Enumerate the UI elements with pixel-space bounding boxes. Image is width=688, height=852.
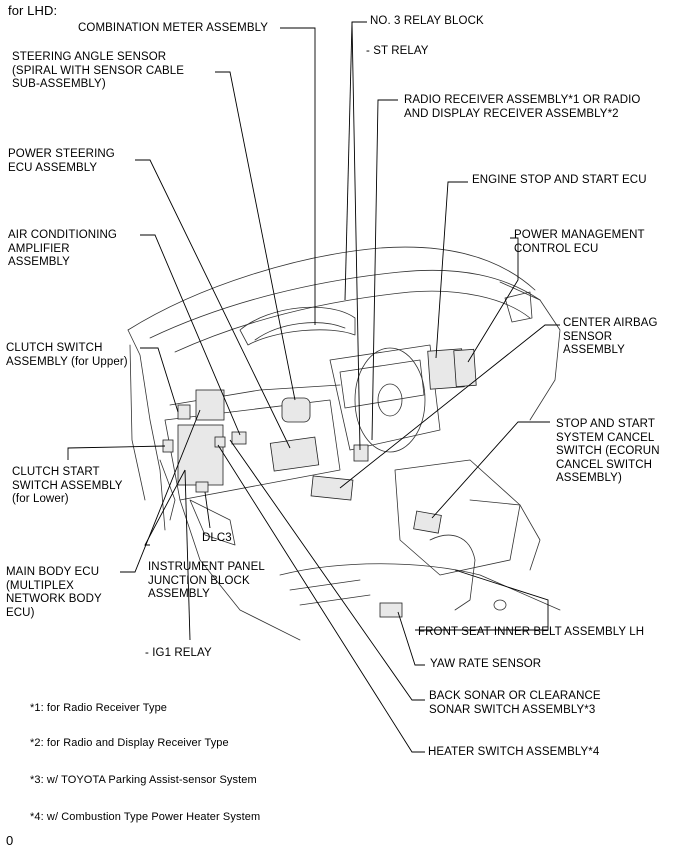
label-no3-relay-block: NO. 3 RELAY BLOCK (370, 15, 484, 27)
stop-start-cancel-unit (413, 510, 442, 534)
label-dlc3: DLC3 (202, 532, 232, 544)
center-stack-inner (339, 359, 425, 409)
label-heater-switch: HEATER SWITCH ASSEMBLY*4 (428, 746, 600, 758)
dash-top-inner (174, 290, 531, 353)
leader-steering-angle (215, 71, 296, 401)
steering-hub (377, 383, 403, 417)
leader-combination-meter (280, 27, 316, 325)
yaw-rate-unit (379, 602, 403, 618)
leader-st-relay (344, 21, 353, 301)
dash-top-outline (127, 246, 536, 331)
ac-amplifier-unit (231, 431, 247, 445)
floor-lines (289, 579, 371, 606)
dlc3-unit (195, 481, 209, 493)
label-ig1-relay: - IG1 RELAY (145, 647, 212, 659)
pedal-2 (159, 459, 176, 521)
center-airbag-unit (310, 475, 354, 501)
right-pillar (499, 281, 561, 421)
power-steering-ecu-unit (269, 436, 320, 472)
leader-stop-start-cancel (431, 421, 550, 519)
label-front-seat-inner-belt: FRONT SEAT INNER BELT ASSEMBLY LH (418, 626, 645, 638)
meter-face (254, 322, 346, 341)
leader-no3-relay (351, 21, 367, 451)
leader-engine-stop-start (435, 181, 468, 359)
pedal-area (189, 499, 236, 546)
label-combination-meter: COMBINATION METER ASSEMBLY (78, 22, 269, 34)
leader-clutch-upper (140, 347, 179, 413)
label-steering-angle-sensor: STEERING ANGLE SENSOR (SPIRAL WITH SENSO… (12, 51, 185, 90)
label-radio-receiver: RADIO RECEIVER ASSEMBLY*1 OR RADIO AND D… (404, 94, 641, 120)
seat-outline (429, 534, 476, 611)
label-power-steering-ecu: POWER STEERING ECU ASSEMBLY (8, 148, 115, 174)
engine-stop-start-ecu-unit (453, 348, 477, 388)
leader-instrument-panel (144, 469, 186, 546)
console-right (469, 499, 541, 571)
leader-heater-switch (217, 444, 425, 753)
leader-radio-receiver (371, 99, 398, 441)
leader-power-management (467, 237, 519, 363)
floor-left (179, 499, 301, 641)
label-stop-start-cancel-switch: STOP AND START SYSTEM CANCEL SWITCH (ECO… (556, 418, 660, 484)
label-yaw-rate-sensor: YAW RATE SENSOR (430, 658, 542, 670)
leader-clutch-lower (67, 445, 166, 460)
console (394, 459, 521, 576)
meter-hood (239, 306, 356, 346)
leader-front-seat-belt (415, 569, 549, 631)
label-clutch-start-switch-lower: CLUTCH START SWITCH ASSEMBLY (for Lower) (12, 466, 123, 505)
seat-knob (493, 599, 507, 611)
note-3: *3: w/ TOYOTA Parking Assist-sensor Syst… (30, 774, 257, 786)
left-door (129, 344, 146, 501)
header-text: for LHD: (8, 3, 58, 18)
no3-relay-unit (353, 444, 369, 462)
leader-dlc3 (204, 491, 211, 529)
leader-power-steering (135, 159, 291, 449)
leader-ac-amplifier (140, 234, 241, 436)
label-main-body-ecu: MAIN BODY ECU (MULTIPLEX NETWORK BODY EC… (6, 566, 102, 619)
label-clutch-switch-upper: CLUTCH SWITCH ASSEMBLY (for Upper) (6, 342, 128, 368)
label-center-airbag-sensor: CENTER AIRBAG SENSOR ASSEMBLY (563, 317, 658, 356)
leader-main-body-ecu (120, 409, 201, 573)
right-vent (504, 291, 533, 323)
footer-code: 0 (6, 833, 14, 848)
steering-angle-sensor-unit (281, 397, 311, 423)
center-stack (329, 344, 441, 451)
dash-windshield-edge (149, 269, 541, 339)
note-4: *4: w/ Combustion Type Power Heater Syst… (30, 811, 261, 823)
label-st-relay: - ST RELAY (366, 45, 429, 57)
leader-back-sonar (229, 439, 425, 701)
heater-switch-unit (214, 436, 226, 448)
clutch-switch-unit (177, 404, 191, 420)
leader-ig1-relay (184, 469, 191, 641)
label-air-conditioning-amplifier: AIR CONDITIONING AMPLIFIER ASSEMBLY (8, 229, 117, 268)
main-ecu-unit (195, 389, 225, 421)
leader-center-airbag (339, 324, 560, 489)
steering-wheel (354, 347, 426, 453)
note-1: *1: for Radio Receiver Type (30, 702, 168, 714)
label-back-sonar-switch: BACK SONAR OR CLEARANCE SONAR SWITCH ASS… (429, 690, 601, 716)
label-power-management-ecu: POWER MANAGEMENT CONTROL ECU (514, 229, 645, 255)
left-panel (127, 329, 166, 531)
note-2: *2: for Radio and Display Receiver Type (30, 737, 229, 749)
label-engine-stop-start-ecu: ENGINE STOP AND START ECU (472, 174, 647, 186)
leader-yaw-rate (397, 611, 425, 666)
label-instrument-panel-junction-block: INSTRUMENT PANEL JUNCTION BLOCK ASSEMBLY (148, 561, 265, 600)
floor-center (279, 563, 561, 611)
